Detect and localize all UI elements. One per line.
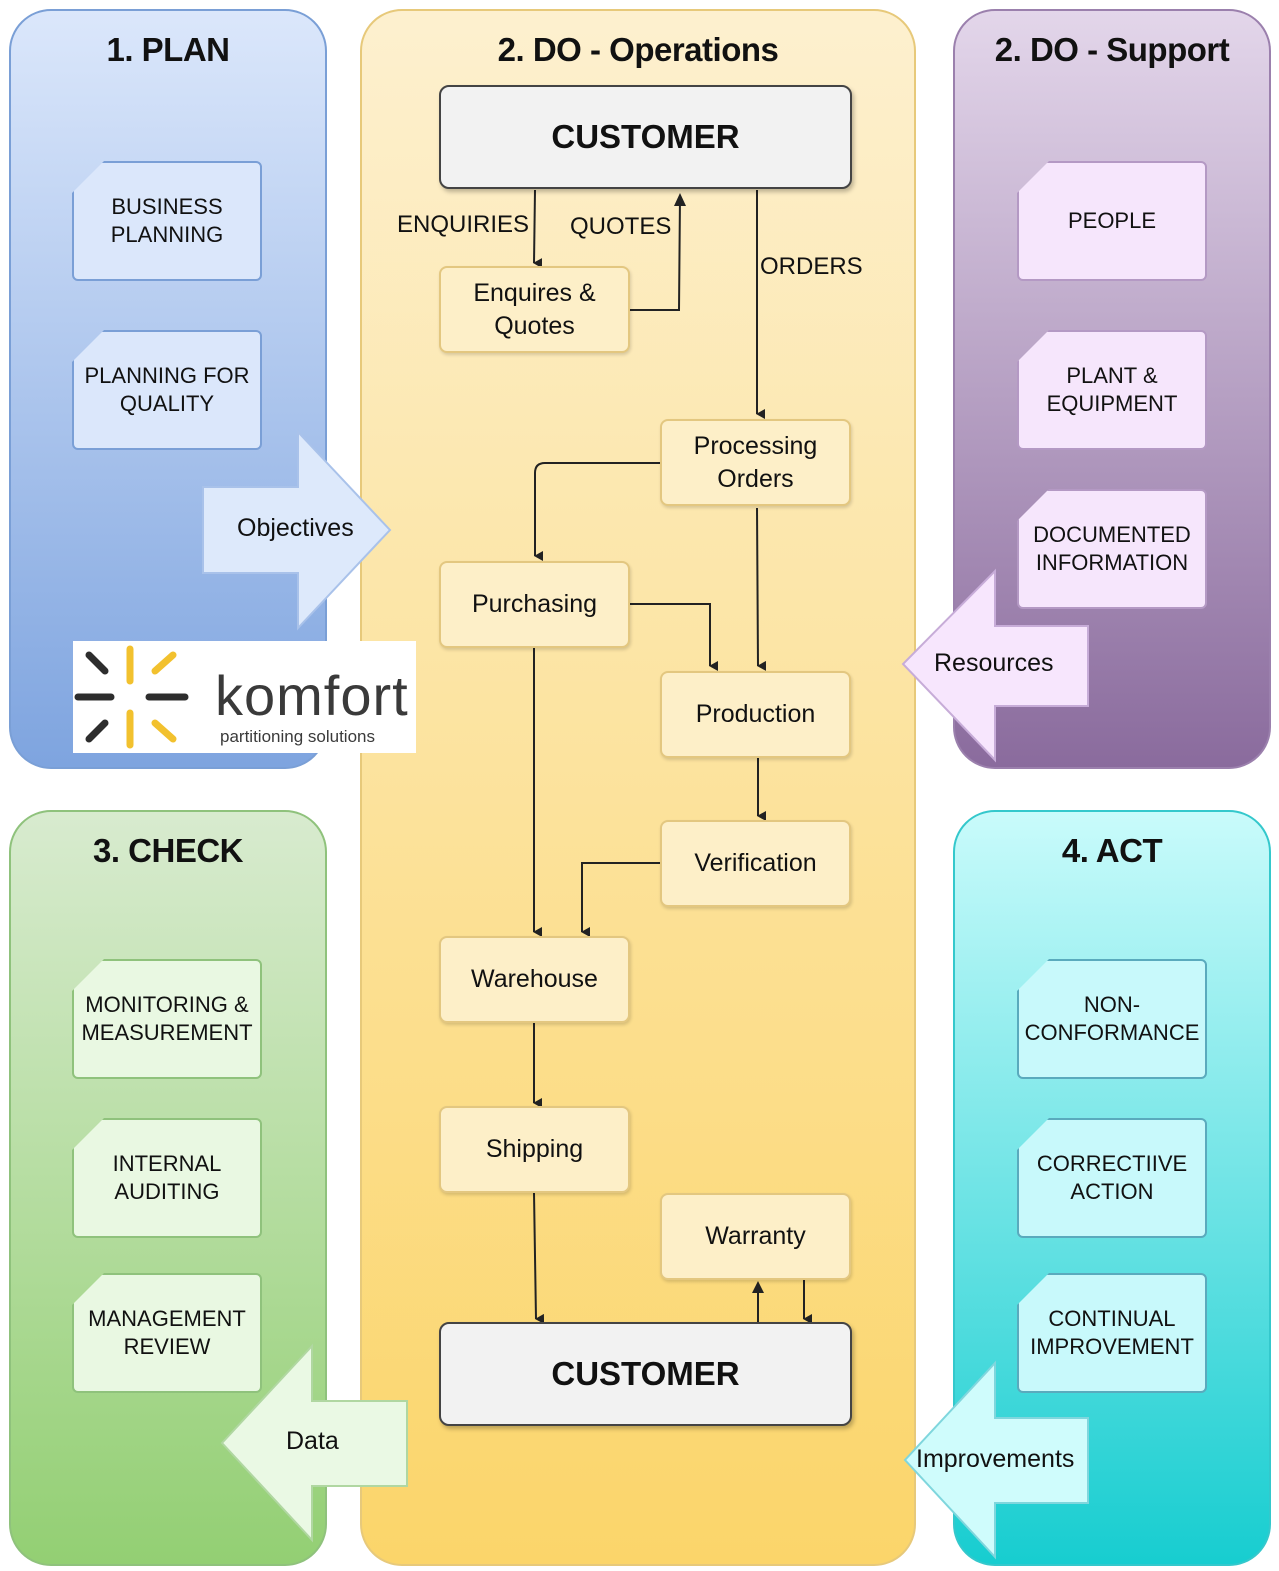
purchasing-step: Purchasing (439, 561, 630, 648)
data-arrow (220, 1343, 408, 1543)
shipping-to-customer-connector (533, 1192, 545, 1324)
komfort-logo-tagline: partitioning solutions (220, 727, 375, 746)
act-card-corrective-action: CORRECTIIVE ACTION (1017, 1118, 1207, 1238)
enquires-quotes-step: Enquires & Quotes (439, 266, 630, 353)
objectives-label: Objectives (237, 514, 354, 542)
support-card-plant-equipment: PLANT & EQUIPMENT (1017, 330, 1207, 450)
resources-label: Resources (934, 649, 1054, 677)
operations-title: 2. DO - Operations (497, 31, 779, 68)
support-card-people: PEOPLE (1017, 161, 1207, 281)
support-card-documented-information: DOCUMENTED INFORMATION (1017, 489, 1207, 609)
act-card-non-conformance: NON- CONFORMANCE (1017, 959, 1207, 1079)
check-card-management-review: MANAGEMENT REVIEW (72, 1273, 262, 1393)
shipping-step: Shipping (439, 1106, 630, 1193)
quotes-label: QUOTES (570, 213, 672, 240)
processing-to-purchasing-connector (534, 462, 660, 561)
act-title: 4. ACT (1061, 832, 1163, 869)
quotes-connector (630, 195, 681, 311)
purchasing-to-production-connector (630, 603, 718, 671)
verification-step: Verification (660, 820, 851, 907)
processing-orders-step: Processing Orders (660, 419, 851, 506)
production-step: Production (660, 671, 851, 758)
enquiries-connector (533, 189, 543, 269)
komfort-logo-mark-icon (74, 645, 189, 749)
check-card-internal-auditing: INTERNAL AUDITING (72, 1118, 262, 1238)
check-title: 3. CHECK (92, 832, 244, 869)
act-card-continual-improvement: CONTINUAL IMPROVEMENT (1017, 1273, 1207, 1393)
warehouse-step: Warehouse (439, 936, 630, 1023)
customer-bottom-box: CUSTOMER (439, 1322, 852, 1426)
enquiries-label: ENQUIRIES (397, 211, 530, 238)
processing-to-production-connector (756, 507, 767, 671)
improvements-arrow (903, 1360, 1089, 1560)
plan-title: 1. PLAN (106, 31, 230, 68)
komfort-logo: komfort partitioning solutions (73, 641, 416, 753)
warranty-step: Warranty (660, 1193, 851, 1280)
data-label: Data (286, 1427, 339, 1455)
customer-top-box: CUSTOMER (439, 85, 852, 189)
orders-label: ORDERS (760, 253, 863, 280)
improvements-label: Improvements (916, 1445, 1075, 1473)
check-card-monitoring-measurement: MONITORING & MEASUREMENT (72, 959, 262, 1079)
plan-card-business-planning: BUSINESS PLANNING (72, 161, 262, 281)
support-title: 2. DO - Support (994, 31, 1230, 68)
plan-card-planning-for-quality: PLANNING FOR QUALITY (72, 330, 262, 450)
komfort-logo-name: komfort (215, 664, 409, 727)
verification-to-warehouse-connector (581, 862, 660, 937)
resources-arrow (901, 568, 1089, 763)
objectives-arrow (202, 429, 392, 631)
